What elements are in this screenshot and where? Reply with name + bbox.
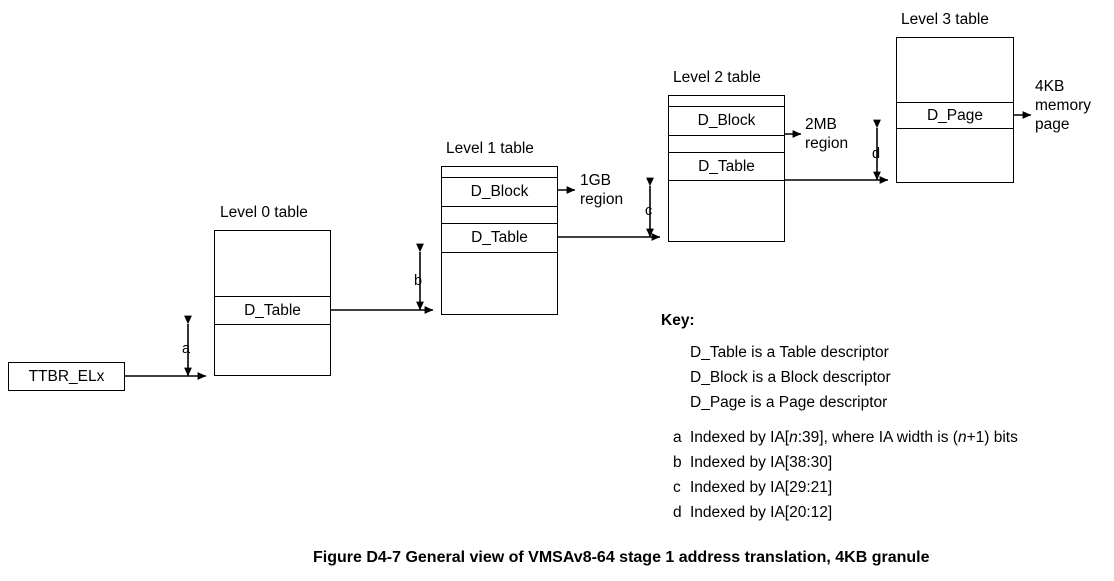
index-arrow-letter-d: d xyxy=(872,146,881,162)
level-1-row-empty-top xyxy=(442,167,557,178)
key-index-note-c-marker: c xyxy=(673,479,681,496)
key-descriptor-d-page: D_Page is a Page descriptor xyxy=(690,394,888,411)
level-1-table-title: Level 1 table xyxy=(446,140,534,157)
level-1-row-empty-bottom xyxy=(442,253,557,316)
level-3-row-empty-top xyxy=(897,38,1013,103)
index-arrow-letter-a: a xyxy=(182,341,191,357)
level-3-table: D_Page xyxy=(896,37,1014,183)
level-1-row-empty-mid xyxy=(442,207,557,224)
key-index-note-b-marker: b xyxy=(673,454,682,471)
level-2-table: D_Block D_Table xyxy=(668,95,785,242)
key-index-note-c-text: Indexed by IA[29:21] xyxy=(690,479,833,496)
key-index-note-d: d Indexed by IA[20:12] xyxy=(673,500,1018,525)
key-descriptor-list: D_Table is a Table descriptor D_Block is… xyxy=(690,340,891,415)
index-arrow-letter-b: b xyxy=(414,273,423,289)
level-2-row-empty-bottom xyxy=(669,181,784,243)
level-0-row-d-table: D_Table xyxy=(215,297,330,325)
key-index-note-a-italic-n1: n xyxy=(789,429,798,446)
level-0-table-title: Level 0 table xyxy=(220,204,308,221)
level-2-block-output-label: 2MB region xyxy=(805,116,849,152)
level-2-row-empty-mid xyxy=(669,136,784,153)
key-index-note-a-marker: a xyxy=(673,429,682,446)
ttbr-elx-register: TTBR_ELx xyxy=(8,362,125,391)
level-2-row-d-block: D_Block xyxy=(669,107,784,136)
key-index-note-a-text-end: +1) bits xyxy=(966,429,1018,446)
level-3-page-output-label: 4KB memory page xyxy=(1035,78,1091,133)
key-descriptor-d-table: D_Table is a Table descriptor xyxy=(690,344,889,361)
key-index-note-a-text-after: :39], where IA width is ( xyxy=(797,429,958,446)
level-2-row-d-table: D_Table xyxy=(669,153,784,181)
level-0-row-empty-bottom xyxy=(215,325,330,374)
key-index-note-b: b Indexed by IA[38:30] xyxy=(673,450,1018,475)
level-1-row-d-block: D_Block xyxy=(442,178,557,207)
level-3-table-title: Level 3 table xyxy=(901,11,989,28)
key-index-note-d-marker: d xyxy=(673,504,682,521)
key-index-note-c: c Indexed by IA[29:21] xyxy=(673,475,1018,500)
level-0-table: D_Table xyxy=(214,230,331,376)
key-index-note-b-text: Indexed by IA[38:30] xyxy=(690,454,833,471)
level-2-table-title: Level 2 table xyxy=(673,69,761,86)
key-heading: Key: xyxy=(661,312,695,329)
level-3-row-d-page: D_Page xyxy=(897,103,1013,129)
level-0-row-empty-top xyxy=(215,231,330,297)
figure-caption: Figure D4-7 General view of VMSAv8-64 st… xyxy=(313,549,930,566)
ttbr-elx-label: TTBR_ELx xyxy=(28,367,105,385)
level-2-row-empty-top xyxy=(669,96,784,107)
level-1-block-output-label: 1GB region xyxy=(580,172,624,208)
level-3-row-empty-bottom xyxy=(897,129,1013,184)
key-index-note-a-italic-n2: n xyxy=(957,429,967,446)
key-index-note-a-text-before: Indexed by IA[ xyxy=(690,429,790,446)
key-descriptor-d-block: D_Block is a Block descriptor xyxy=(690,369,891,386)
key-index-note-d-text: Indexed by IA[20:12] xyxy=(690,504,833,521)
level-1-row-d-table: D_Table xyxy=(442,224,557,253)
level-1-table: D_Block D_Table xyxy=(441,166,558,315)
index-arrow-letter-c: c xyxy=(645,203,653,219)
